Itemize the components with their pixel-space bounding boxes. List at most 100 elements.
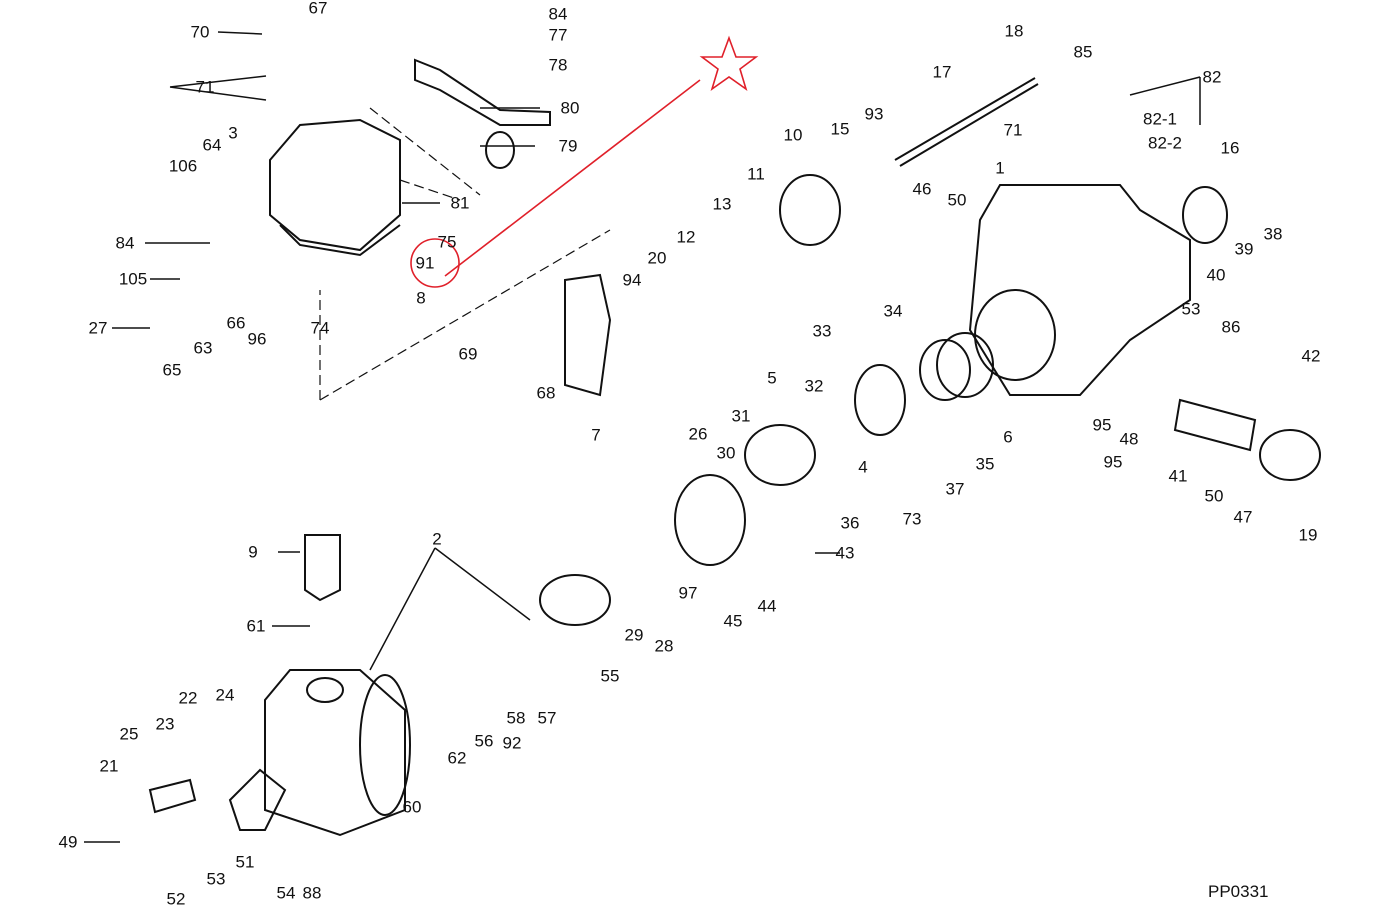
part-label: 2 bbox=[432, 529, 442, 549]
part-label: 52 bbox=[166, 889, 186, 909]
part-label: 91 bbox=[415, 253, 435, 273]
part-label: 74 bbox=[310, 318, 330, 338]
part-label: 71 bbox=[195, 77, 215, 97]
part-label: 94 bbox=[622, 270, 642, 290]
part-label: 20 bbox=[647, 248, 667, 268]
part-label: 97 bbox=[678, 583, 698, 603]
part-label: 15 bbox=[830, 119, 850, 139]
part-label: 40 bbox=[1206, 265, 1226, 285]
part-label: 24 bbox=[215, 685, 235, 705]
part-label: 51 bbox=[235, 852, 255, 872]
part-label: 84 bbox=[115, 233, 135, 253]
part-label: 3 bbox=[228, 123, 238, 143]
part-label: 4 bbox=[858, 457, 868, 477]
part-label: 13 bbox=[712, 194, 732, 214]
part-label: 78 bbox=[548, 55, 568, 75]
part-label: 61 bbox=[246, 616, 266, 636]
part-label: 11 bbox=[747, 164, 765, 184]
part-label: 68 bbox=[536, 383, 556, 403]
part-label: 39 bbox=[1234, 239, 1254, 259]
part-label: 8 bbox=[416, 288, 426, 308]
part-label: 73 bbox=[902, 509, 922, 529]
part-label: 82 bbox=[1202, 67, 1222, 87]
part-label: 31 bbox=[731, 406, 751, 426]
part-label: 70 bbox=[190, 22, 210, 42]
part-label: 25 bbox=[119, 724, 139, 744]
part-label: 46 bbox=[912, 179, 932, 199]
part-label: 32 bbox=[804, 376, 824, 396]
part-label: 27 bbox=[88, 318, 108, 338]
part-label: 22 bbox=[178, 688, 198, 708]
part-label: 93 bbox=[864, 104, 884, 124]
part-label: 63 bbox=[193, 338, 213, 358]
part-label: 6 bbox=[1003, 427, 1013, 447]
part-label: 55 bbox=[600, 666, 620, 686]
part-label: 16 bbox=[1220, 138, 1240, 158]
part-label: 88 bbox=[302, 883, 322, 903]
part-label: 92 bbox=[502, 733, 522, 753]
part-label: 19 bbox=[1298, 525, 1318, 545]
governor-cover bbox=[269, 118, 401, 252]
part-label: 75 bbox=[437, 232, 457, 252]
part-label: 12 bbox=[676, 227, 696, 247]
part-label: 50 bbox=[947, 190, 967, 210]
part-label: 48 bbox=[1119, 429, 1139, 449]
part-label: 95 bbox=[1092, 415, 1112, 435]
part-label: 86 bbox=[1221, 317, 1241, 337]
part-label: 96 bbox=[247, 329, 267, 349]
part-label: 49 bbox=[58, 832, 78, 852]
part-label: 53 bbox=[206, 869, 226, 889]
part-label: 26 bbox=[688, 424, 708, 444]
part-label: 29 bbox=[624, 625, 644, 645]
part-label: 58 bbox=[506, 708, 526, 728]
part-label: 106 bbox=[168, 156, 198, 176]
part-label: 67 bbox=[308, 0, 328, 18]
part-label: 17 bbox=[932, 62, 952, 82]
part-label: 60 bbox=[402, 797, 422, 817]
part-label: 57 bbox=[537, 708, 557, 728]
part-label: 36 bbox=[840, 513, 860, 533]
part-label: 21 bbox=[99, 756, 119, 776]
part-label: 81 bbox=[450, 193, 470, 213]
part-label: 5 bbox=[767, 368, 777, 388]
part-label: 54 bbox=[276, 883, 296, 903]
part-label: 41 bbox=[1168, 466, 1188, 486]
part-label: 43 bbox=[835, 543, 855, 563]
part-label: 95 bbox=[1103, 452, 1123, 472]
part-label: 77 bbox=[548, 25, 568, 45]
part-label: 62 bbox=[447, 748, 467, 768]
part-label: 34 bbox=[883, 301, 903, 321]
part-label: 56 bbox=[474, 731, 494, 751]
part-label: 85 bbox=[1073, 42, 1093, 62]
part-label: 9 bbox=[248, 542, 258, 562]
part-label: 35 bbox=[975, 454, 995, 474]
part-label: 28 bbox=[654, 636, 674, 656]
part-label: 10 bbox=[783, 125, 803, 145]
highlight-marker bbox=[410, 35, 759, 288]
part-label: 79 bbox=[558, 136, 578, 156]
part-label: 18 bbox=[1004, 21, 1024, 41]
part-label: 71 bbox=[1003, 120, 1023, 140]
part-label: 105 bbox=[118, 269, 148, 289]
pump-housing bbox=[968, 184, 1191, 396]
part-label: 84 bbox=[548, 4, 568, 24]
part-label: 42 bbox=[1301, 346, 1321, 366]
part-label: 50 bbox=[1204, 486, 1224, 506]
bracket bbox=[564, 273, 612, 397]
part-label: 82-2 bbox=[1147, 133, 1183, 153]
part-label: 64 bbox=[202, 135, 222, 155]
part-label: 65 bbox=[162, 360, 182, 380]
part-label: 80 bbox=[560, 98, 580, 118]
part-label: 53 bbox=[1181, 299, 1201, 319]
part-label: 23 bbox=[155, 714, 175, 734]
part-label: 47 bbox=[1233, 507, 1253, 527]
part-label: 33 bbox=[812, 321, 832, 341]
part-label: 44 bbox=[757, 596, 777, 616]
diagram-code: PP0331 bbox=[1208, 882, 1269, 901]
part-label: 45 bbox=[723, 611, 743, 631]
part-label: 37 bbox=[945, 479, 965, 499]
hydraulic-head bbox=[264, 669, 406, 837]
part-label: 66 bbox=[226, 313, 246, 333]
